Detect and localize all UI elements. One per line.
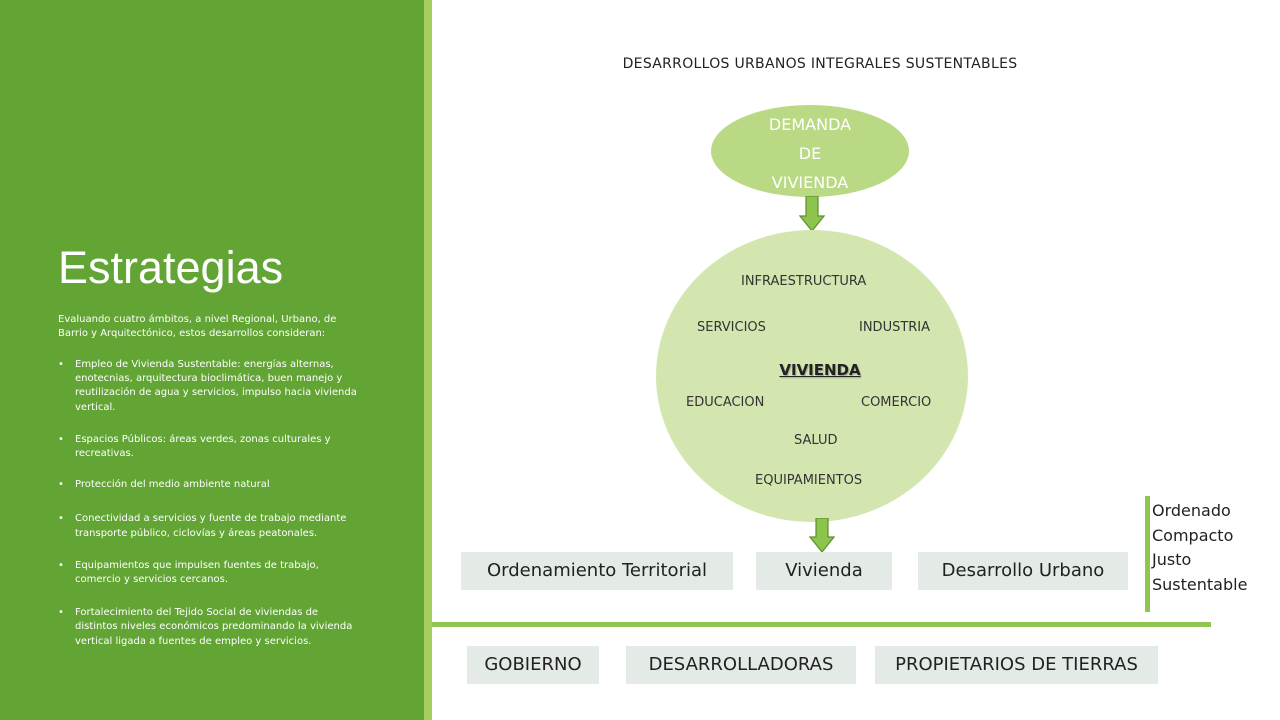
circle-label-infraestructura: INFRAESTRUCTURA — [741, 274, 867, 289]
actor-box-propietarios: PROPIETARIOS DE TIERRAS — [875, 646, 1158, 684]
outcome-box-desarrollo: Desarrollo Urbano — [918, 552, 1128, 590]
demand-oval — [711, 105, 909, 197]
quality-item: Ordenado — [1152, 501, 1231, 520]
circle-label-educacion: EDUCACION — [686, 395, 765, 410]
circle-label-salud: SALUD — [794, 433, 838, 448]
demand-line: DE — [798, 144, 822, 163]
arrow-down-icon — [799, 196, 825, 232]
circle-label-servicios: SERVICIOS — [697, 320, 766, 335]
strategy-list: Empleo de Vivienda Sustentable: energías… — [58, 358, 363, 649]
list-item: Fortalecimiento del Tejido Social de viv… — [58, 606, 363, 649]
quality-item: Sustentable — [1152, 574, 1248, 594]
vivienda-circle — [656, 230, 968, 522]
list-item: Equipamientos que impulsen fuentes de tr… — [58, 559, 363, 587]
list-item: Espacios Públicos: áreas verdes, zonas c… — [58, 433, 363, 461]
arrow-down-icon — [809, 518, 835, 553]
list-item: Empleo de Vivienda Sustentable: energías… — [58, 358, 363, 415]
qualities-list: Ordenado Compacto Justo Sustentable — [1152, 499, 1247, 597]
quality-item: Compacto — [1152, 525, 1234, 545]
circle-label-industria: INDUSTRIA — [859, 320, 931, 335]
page-title: Estrategias — [58, 242, 284, 293]
list-item: Conectividad a servicios y fuente de tra… — [58, 512, 363, 540]
list-item: Protección del medio ambiente natural — [58, 478, 363, 492]
intro-text: Evaluando cuatro ámbitos, a nivel Region… — [58, 314, 337, 339]
outcome-box-vivienda: Vivienda — [756, 552, 892, 590]
divider-bar — [432, 622, 1211, 627]
demand-label: DEMANDA DE VIVIENDA — [711, 110, 909, 197]
actor-box-desarrolladoras: DESARROLLADORAS — [626, 646, 856, 684]
circle-label-comercio: COMERCIO — [861, 395, 932, 410]
demand-line: DEMANDA — [768, 115, 852, 134]
qualities-bar — [1145, 496, 1150, 612]
outcome-box-ordenamiento: Ordenamiento Territorial — [461, 552, 733, 590]
quality-item: Justo — [1152, 550, 1192, 569]
circle-label-equipamientos: EQUIPAMIENTOS — [755, 473, 863, 488]
circle-center-label: VIVIENDA — [779, 361, 861, 379]
actor-box-gobierno: GOBIERNO — [467, 646, 599, 684]
diagram-title: DESARROLLOS URBANOS INTEGRALES SUSTENTAB… — [622, 56, 1018, 72]
sidebar-stripe — [424, 0, 432, 720]
demand-line: VIVIENDA — [771, 173, 849, 192]
